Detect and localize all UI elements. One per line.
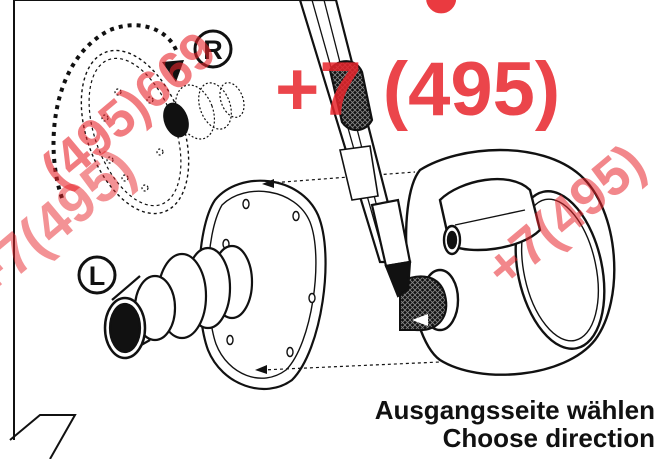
left-side-badge [77, 255, 117, 295]
left-side-adapter [103, 179, 327, 390]
frame-lines [9, 0, 300, 459]
alignment-guides [261, 171, 441, 371]
right-side-label: R [203, 35, 223, 65]
left-hub-opening [108, 302, 142, 354]
right-side-hub-ghost [51, 23, 245, 215]
knurled-knob [399, 275, 448, 332]
left-side-label: L [89, 261, 106, 291]
guide-arrow-top [262, 179, 274, 188]
right-side-badge [193, 29, 233, 69]
watermark-line-2: +7 (495) [275, 47, 560, 132]
rotation-arrowhead [162, 60, 184, 82]
motor-housing [404, 148, 616, 376]
caption-english: Choose direction [442, 423, 655, 453]
utility-knife [298, 0, 412, 298]
guide-arrow-bottom [255, 365, 267, 374]
right-hub-opening [163, 102, 189, 138]
knob-arrow [412, 314, 428, 326]
watermark-top-fragment: ● [420, 0, 462, 33]
caption-german: Ausgangsseite wählen [374, 395, 655, 425]
